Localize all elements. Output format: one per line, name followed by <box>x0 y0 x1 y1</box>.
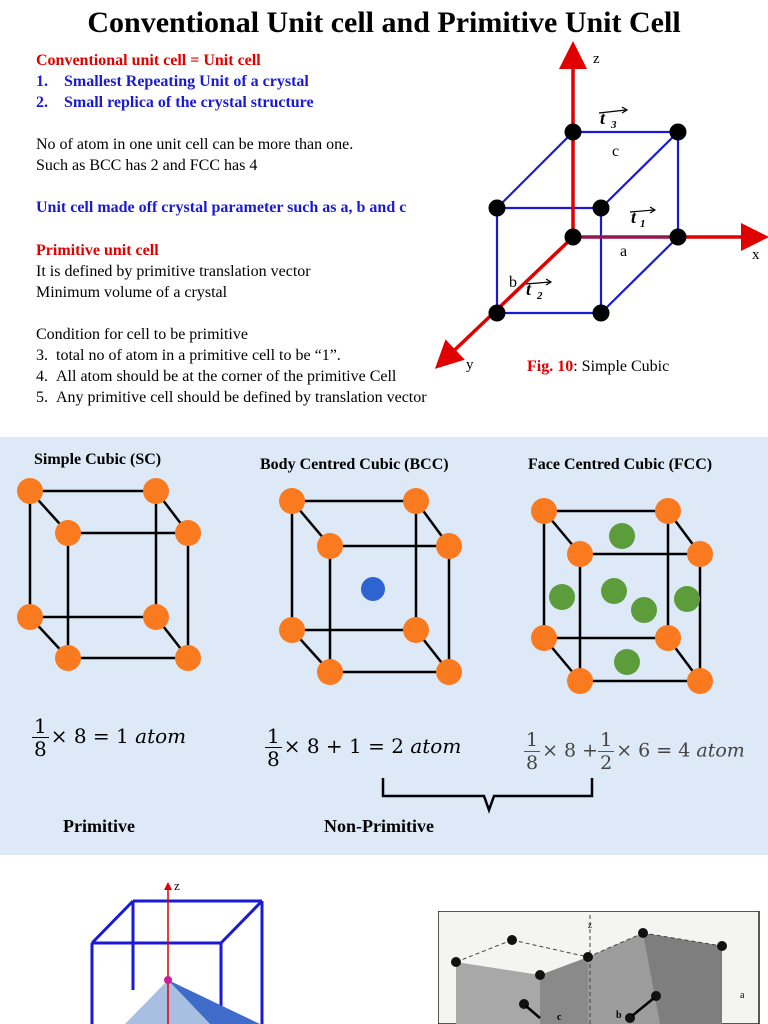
parameters-line: Unit cell made off crystal parameter suc… <box>36 199 407 216</box>
condition-3: 3. total no of atom in a primitive cell … <box>36 345 341 366</box>
bcc-numerator: 1 <box>265 724 282 748</box>
y-axis <box>434 235 575 369</box>
fcc-cube <box>531 498 713 694</box>
primitive-heading: Primitive unit cell <box>36 242 159 259</box>
sc-expression: × 8 = 1 <box>50 724 136 748</box>
point-text: Small replica of the crystal structure <box>64 94 314 111</box>
photo-label-c: c <box>557 1012 562 1023</box>
axis-label-x: x <box>752 247 760 263</box>
fcc-denominator-1: 8 <box>526 752 539 774</box>
condition-number: 5. <box>36 389 48 406</box>
condition-number: 4. <box>36 368 48 385</box>
primitive-line-2: Minimum volume of a crystal <box>36 284 228 301</box>
bcc-cube <box>279 488 462 685</box>
figure-caption: Fig. 10: Simple Cubic <box>527 356 669 377</box>
point-number: 2. <box>36 94 48 111</box>
photo-label-b: b <box>616 1010 622 1021</box>
sc-cube <box>17 478 201 671</box>
figure-number: Fig. 10 <box>527 358 574 375</box>
conventional-heading: Conventional unit cell = Unit cell <box>36 52 261 69</box>
fcc-expression-1: × 8 + <box>542 739 599 762</box>
fcc-denominator-2: 2 <box>600 752 613 774</box>
fcc-expression-2: × 6 = 4 <box>616 739 697 762</box>
fcc-title: Face Centred Cubic (FCC) <box>528 456 713 473</box>
condition-number: 3. <box>36 347 48 364</box>
bcc-denominator: 8 <box>267 747 280 771</box>
axis-label-z-bottom: z <box>174 878 180 893</box>
sc-unit: atom <box>135 724 187 748</box>
atoms-line-2: Such as BCC has 2 and FCC has 4 <box>36 157 258 174</box>
cube-atoms <box>488 123 687 322</box>
primitive-cell-figure: z <box>90 878 264 1024</box>
non-primitive-brace <box>381 778 594 814</box>
figure-caption-text: : Simple Cubic <box>573 358 670 375</box>
condition-5: 5. Any primitive cell should be defined … <box>36 387 427 408</box>
page-title: Conventional Unit cell and Primitive Uni… <box>87 6 681 39</box>
atoms-line-1: No of atom in one unit cell can be more … <box>36 136 354 153</box>
fcc-unit: atom <box>696 739 745 762</box>
bcc-unit: atom <box>410 734 462 758</box>
bcc-expression: × 8 + 1 = 2 <box>283 734 411 758</box>
condition-4: 4. All atom should be at the corner of t… <box>36 366 396 387</box>
edge-label-b: b <box>509 274 517 291</box>
photo-label-a: a <box>740 990 745 1001</box>
point-2: 2. Small replica of the crystal structur… <box>36 92 314 113</box>
primitive-label: Primitive <box>63 816 135 836</box>
bcc-title: Body Centred Cubic (BCC) <box>260 456 449 473</box>
lattice-cubes <box>17 478 713 694</box>
condition-text: total no of atom in a primitive cell to … <box>56 347 341 364</box>
condition-heading: Condition for cell to be primitive <box>36 326 248 343</box>
sc-denominator: 8 <box>34 737 47 761</box>
sc-title: Simple Cubic (SC) <box>34 451 162 468</box>
sc-numerator: 1 <box>32 714 49 738</box>
photo-label-z: z <box>588 920 592 930</box>
condition-text: All atom should be at the corner of the … <box>56 368 397 385</box>
primitive-line-1: It is defined by primitive translation v… <box>36 263 311 280</box>
non-primitive-label: Non-Primitive <box>324 816 434 836</box>
edge-label-a: a <box>620 243 627 260</box>
axis-label-y: y <box>466 357 474 373</box>
crystal-photo-figure: z a b c <box>438 911 760 1024</box>
point-number: 1. <box>36 73 48 90</box>
condition-text: Any primitive cell should be defined by … <box>56 389 427 406</box>
axis-label-z: z <box>593 51 600 67</box>
cube-edges <box>495 130 680 315</box>
fcc-numerator-2: 1 <box>598 729 615 752</box>
fcc-numerator-1: 1 <box>524 729 541 752</box>
edge-label-c: c <box>612 143 619 160</box>
point-1: 1. Smallest Repeating Unit of a crystal <box>36 71 309 92</box>
point-text: Smallest Repeating Unit of a crystal <box>64 73 309 90</box>
